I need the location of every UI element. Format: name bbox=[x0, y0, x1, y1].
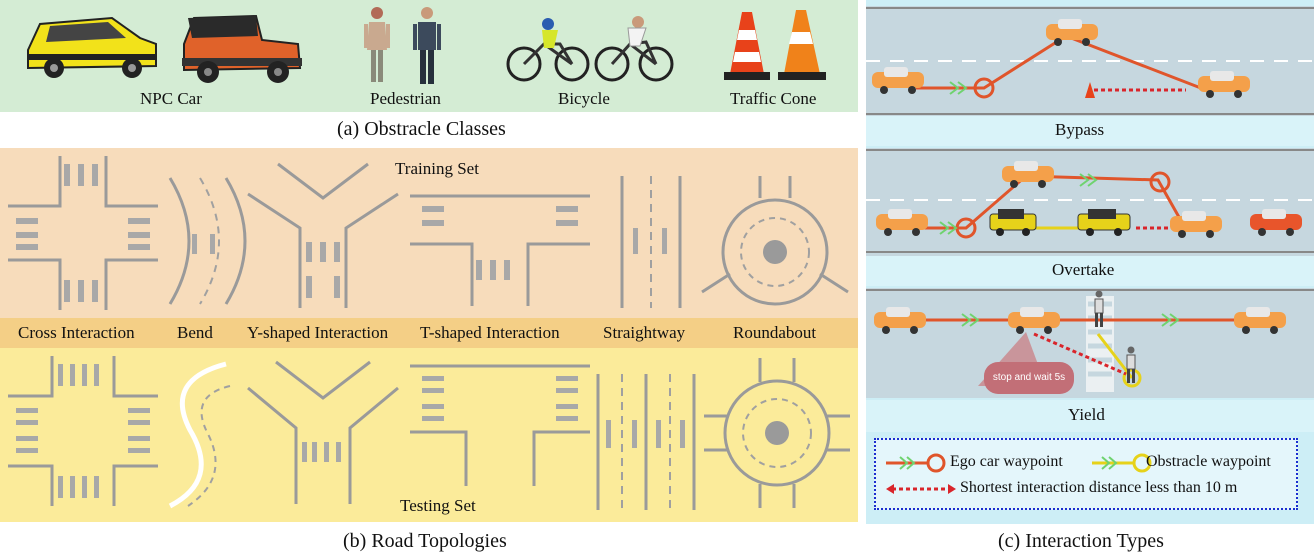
topology-label-straightway: Straightway bbox=[603, 323, 686, 342]
overtake-ego-car-1 bbox=[876, 209, 928, 236]
npc-car-yellow-image bbox=[27, 16, 157, 78]
stop-and-wait-badge: stop and wait 5s bbox=[984, 362, 1074, 394]
overtake-road bbox=[866, 148, 1314, 256]
bypass-ego-car-middle bbox=[1046, 19, 1098, 46]
bend-road-testing bbox=[168, 361, 231, 509]
yield-ego-car-2 bbox=[1008, 307, 1060, 334]
topology-label-roundabout: Roundabout bbox=[733, 323, 817, 342]
roundabout-training bbox=[701, 176, 849, 306]
overtake-ego-car-3 bbox=[1170, 211, 1222, 238]
y-intersection-testing bbox=[247, 360, 399, 504]
t-intersection-training bbox=[410, 194, 590, 306]
overtake-lane-markings bbox=[866, 149, 1314, 253]
interaction-legend bbox=[874, 438, 1298, 510]
pedestrian-woman-image bbox=[364, 7, 390, 82]
pedestrian-label: Pedestrian bbox=[370, 89, 441, 108]
bicycle-label: Bicycle bbox=[558, 89, 610, 108]
yield-caption-band bbox=[866, 400, 1314, 432]
ego-waypoint-legend-label: Ego car waypoint bbox=[950, 453, 1063, 470]
topology-label-cross: Cross Interaction bbox=[18, 323, 135, 342]
yield-ego-car-1 bbox=[874, 307, 926, 334]
overtake-npc-car-1 bbox=[989, 209, 1037, 236]
traffic-cone-image-1 bbox=[724, 12, 770, 80]
bypass-lane-markings bbox=[866, 7, 1314, 115]
t-intersection-testing bbox=[410, 364, 590, 486]
distance-legend-icon bbox=[886, 484, 956, 494]
overtake-npc-car-2 bbox=[1077, 209, 1131, 236]
bicycle-rider-yellow-image bbox=[506, 18, 590, 82]
topology-label-band bbox=[0, 318, 858, 348]
ego-waypoint-legend-icon bbox=[886, 453, 946, 473]
npc-car-jeep-image bbox=[182, 14, 302, 83]
bypass-label: Bypass bbox=[1055, 120, 1105, 139]
cross-intersection-training bbox=[8, 156, 158, 310]
roundabout-testing bbox=[704, 358, 850, 508]
straightway-training bbox=[620, 176, 682, 308]
topology-label-y-shaped: Y-shaped Interaction bbox=[247, 323, 389, 342]
topology-label-bend: Bend bbox=[177, 323, 213, 342]
obstacle-classes-caption: (a) Obstracle Classes bbox=[337, 118, 506, 140]
overtake-caption-band bbox=[866, 256, 1314, 286]
overtake-label: Overtake bbox=[1052, 260, 1115, 279]
traffic-cone-image-2 bbox=[778, 10, 826, 80]
yield-pedestrian-start bbox=[1094, 290, 1104, 327]
pedestrian-man-image bbox=[413, 7, 441, 84]
yield-label: Yield bbox=[1068, 405, 1105, 424]
obstacle-waypoint-legend-label: Obstracle waypoint bbox=[1146, 453, 1271, 470]
bypass-ego-car-end bbox=[1198, 71, 1250, 98]
bend-road-training bbox=[168, 177, 247, 305]
traffic-cone-label: Traffic Cone bbox=[730, 89, 817, 108]
stop-and-wait-text: stop and wait 5s bbox=[992, 372, 1066, 383]
road-topologies-caption: (b) Road Topologies bbox=[343, 530, 507, 552]
bypass-ego-car-start bbox=[872, 67, 924, 94]
straightway-testing bbox=[596, 374, 696, 510]
bypass-caption-band bbox=[866, 116, 1314, 146]
obstacle-waypoint-legend-icon bbox=[1092, 453, 1152, 473]
distance-legend-label: Shortest interaction distance less than … bbox=[960, 479, 1238, 496]
training-set-label: Training Set bbox=[395, 159, 479, 178]
yield-ego-car-3 bbox=[1234, 307, 1286, 334]
interaction-types-caption: (c) Interaction Types bbox=[998, 530, 1164, 552]
yield-pedestrian-end bbox=[1126, 346, 1136, 383]
bicycle-rider-white-image bbox=[594, 16, 674, 82]
y-intersection-training bbox=[247, 162, 399, 308]
overtake-front-car bbox=[1250, 209, 1302, 236]
overtake-ego-car-2 bbox=[1002, 161, 1054, 188]
testing-set-label: Testing Set bbox=[400, 496, 476, 515]
topology-label-t-shaped: T-shaped Interaction bbox=[420, 323, 560, 342]
cross-intersection-testing bbox=[8, 356, 158, 506]
npc-car-label: NPC Car bbox=[140, 89, 202, 108]
